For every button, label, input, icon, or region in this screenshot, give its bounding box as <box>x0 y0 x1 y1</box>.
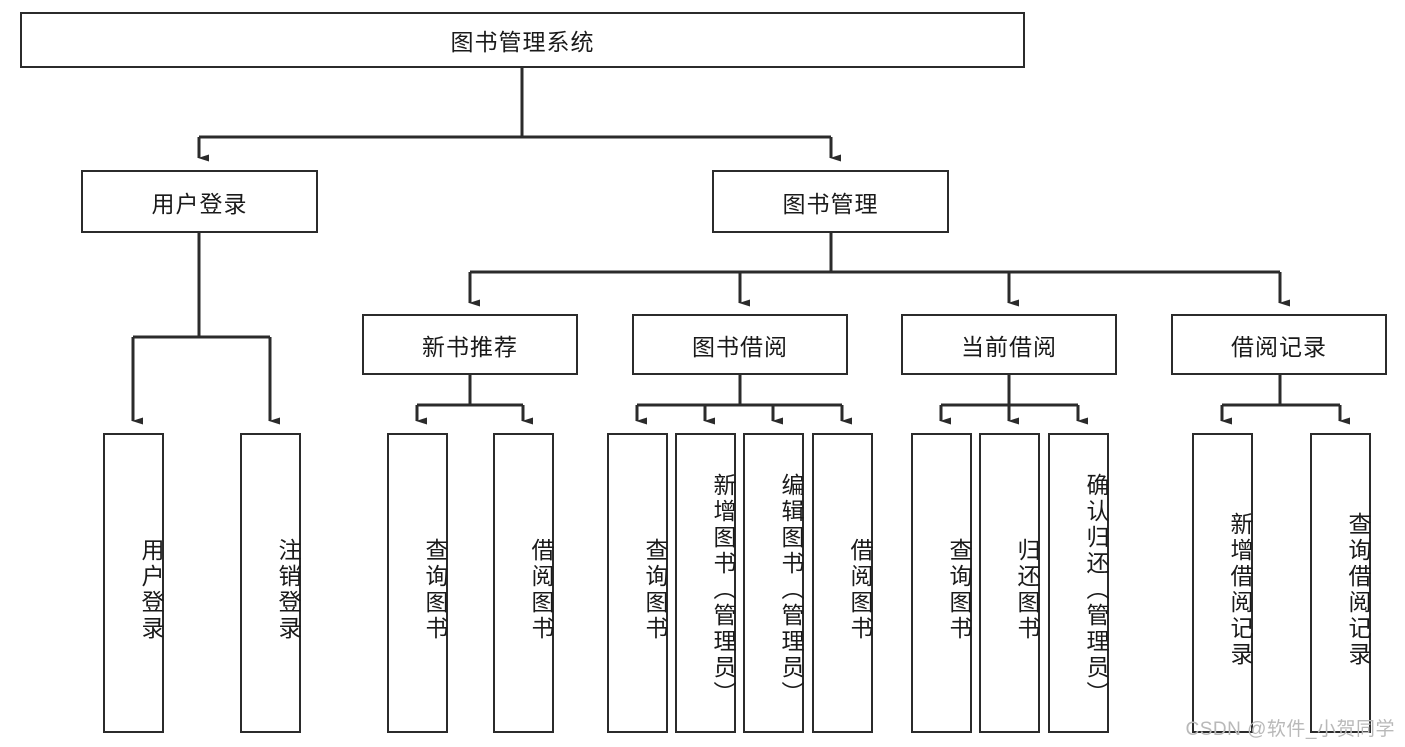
leaf-borrow-take-book-label: 借阅图书 <box>847 538 873 642</box>
node-new-book-recommend-label: 新书推荐 <box>422 333 518 360</box>
node-book-management-label: 图书管理 <box>782 190 879 217</box>
node-borrow-records[interactable]: 借阅记录 <box>1171 314 1387 375</box>
leaf-record-add[interactable]: 新增借阅记录 <box>1192 433 1253 733</box>
watermark: CSDN @软件_小贺同学 <box>1185 719 1395 740</box>
leaf-current-return-book-label: 归还图书 <box>1014 538 1040 642</box>
leaf-record-add-label: 新增借阅记录 <box>1227 512 1253 668</box>
node-root-label: 图书管理系统 <box>450 29 595 55</box>
leaf-record-query-label: 查询借阅记录 <box>1345 512 1371 668</box>
node-user-login-label: 用户登录 <box>151 190 248 217</box>
node-book-borrow-label: 图书借阅 <box>692 333 788 360</box>
leaf-borrow-take-book[interactable]: 借阅图书 <box>812 433 873 733</box>
node-current-borrow-label: 当前借阅 <box>961 333 1057 360</box>
leaf-borrow-query-book[interactable]: 查询图书 <box>607 433 668 733</box>
leaf-current-confirm-return[interactable]: 确认归还（管理员） <box>1048 433 1109 733</box>
node-borrow-records-label: 借阅记录 <box>1231 333 1327 360</box>
leaf-current-query-book[interactable]: 查询图书 <box>911 433 972 733</box>
leaf-user-logout[interactable]: 注销登录 <box>240 433 301 733</box>
node-book-management[interactable]: 图书管理 <box>712 170 949 233</box>
leaf-borrow-add-book-label: 新增图书（管理员） <box>710 473 736 707</box>
leaf-newbook-query-book-label: 查询图书 <box>422 538 448 642</box>
leaf-user-logout-label: 注销登录 <box>275 538 301 642</box>
leaf-record-query[interactable]: 查询借阅记录 <box>1310 433 1371 733</box>
node-user-login[interactable]: 用户登录 <box>81 170 318 233</box>
leaf-borrow-edit-book[interactable]: 编辑图书（管理员） <box>743 433 804 733</box>
leaf-user-login[interactable]: 用户登录 <box>103 433 164 733</box>
node-root[interactable]: 图书管理系统 <box>20 12 1025 68</box>
node-new-book-recommend[interactable]: 新书推荐 <box>362 314 578 375</box>
leaf-user-login-label: 用户登录 <box>138 538 164 642</box>
node-book-borrow[interactable]: 图书借阅 <box>632 314 848 375</box>
node-current-borrow[interactable]: 当前借阅 <box>901 314 1117 375</box>
leaf-newbook-query-book[interactable]: 查询图书 <box>387 433 448 733</box>
leaf-borrow-query-book-label: 查询图书 <box>642 538 668 642</box>
leaf-borrow-add-book[interactable]: 新增图书（管理员） <box>675 433 736 733</box>
leaf-newbook-borrow-book[interactable]: 借阅图书 <box>493 433 554 733</box>
leaf-newbook-borrow-book-label: 借阅图书 <box>528 538 554 642</box>
leaf-borrow-edit-book-label: 编辑图书（管理员） <box>778 473 804 707</box>
leaf-current-confirm-return-label: 确认归还（管理员） <box>1083 473 1109 707</box>
leaf-current-query-book-label: 查询图书 <box>946 538 972 642</box>
leaf-current-return-book[interactable]: 归还图书 <box>979 433 1040 733</box>
